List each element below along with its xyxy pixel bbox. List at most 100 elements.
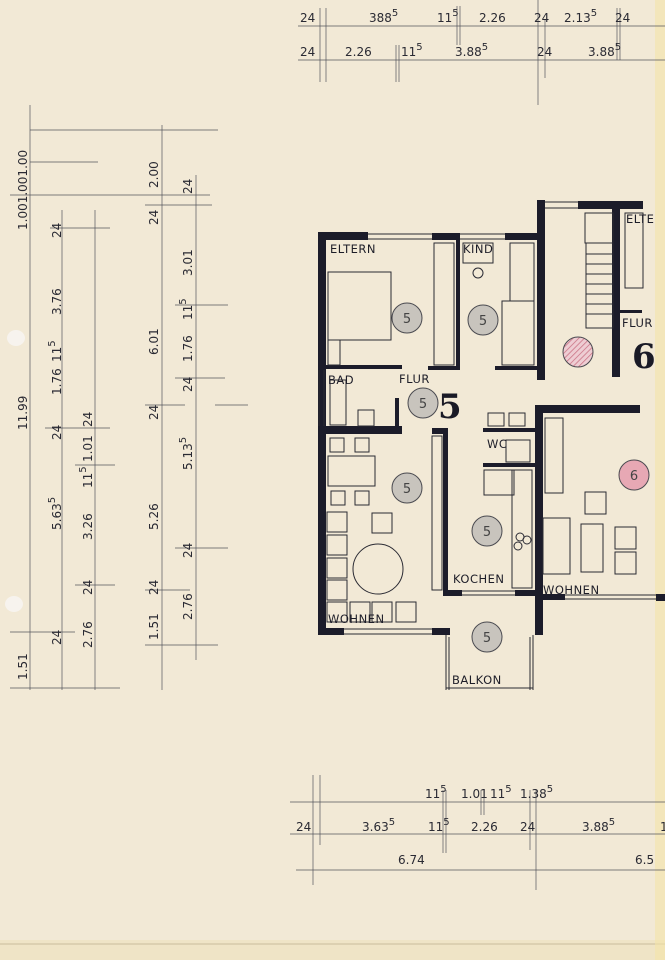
- room-label-eltern: ELTERN: [330, 242, 376, 256]
- dimension-main: 388: [369, 11, 392, 25]
- dimension-main: 3.76: [50, 288, 64, 315]
- room-label-flur: FLUR: [399, 372, 430, 386]
- dimension-value: 2.26: [471, 820, 498, 834]
- dimension-main: 6.01: [147, 328, 161, 355]
- dimension-main: 24: [147, 580, 161, 595]
- paper-edge-right: [655, 0, 665, 960]
- dimension-value: 2.76: [81, 621, 95, 648]
- dimension-value: 24: [50, 425, 64, 440]
- badge-circle: [407, 387, 439, 419]
- dimension-main: 3.88: [588, 45, 615, 59]
- dimension-value: 3.635: [362, 817, 395, 834]
- dimension-value: 2.00: [147, 161, 161, 188]
- dimension-main: 2.76: [181, 593, 195, 620]
- dimension-value: 24: [147, 210, 161, 225]
- dimension-main: 1.001.001.00: [16, 150, 30, 230]
- dimension-value: 3.76: [50, 288, 64, 315]
- room-label-kind: KIND: [463, 242, 493, 256]
- dimension-main: 24: [300, 45, 315, 59]
- dimension-main: 1.51: [147, 613, 161, 640]
- dimension-main: 24: [147, 405, 161, 420]
- dimension-value: 5.635: [47, 497, 64, 530]
- dimension-main: 24: [147, 210, 161, 225]
- dimension-value: 3.885: [455, 42, 488, 59]
- dimension-main: 2.13: [564, 11, 591, 25]
- dimension-value: 1.76: [181, 335, 195, 362]
- dimension-value: 2.135: [564, 8, 597, 25]
- dimension-superscript: 5: [505, 784, 511, 795]
- dimension-main: 24: [300, 11, 315, 25]
- room-label-balkon: BALKON: [452, 673, 502, 687]
- paper-edge: [0, 940, 665, 960]
- dimension-main: 11: [490, 787, 505, 801]
- dimension-value: 1.385: [520, 784, 553, 801]
- dimension-value: 3885: [369, 8, 398, 25]
- dimension-main: 24: [50, 223, 64, 238]
- dimension-value: 6.01: [147, 328, 161, 355]
- room-badge: 5: [471, 621, 503, 653]
- dimension-main: 2.76: [81, 621, 95, 648]
- room-label-kochen: KOCHEN: [453, 572, 505, 586]
- dimension-value: 115: [178, 298, 195, 320]
- dimension-main: 6.74: [398, 853, 425, 867]
- dimension-value: 11.99: [16, 396, 30, 430]
- room-badge: 5: [391, 472, 423, 504]
- dimension-superscript: 5: [443, 817, 449, 828]
- dimension-value: 5.26: [147, 503, 161, 530]
- dimension-main: 24: [534, 11, 549, 25]
- dimension-value: 3.26: [81, 513, 95, 540]
- badge-value: 5: [479, 314, 487, 329]
- dimension-value: 24: [50, 223, 64, 238]
- dimension-superscript: 5: [78, 466, 89, 472]
- dimension-superscript: 5: [47, 497, 58, 503]
- furniture: [326, 212, 644, 623]
- dimension-main: 24: [296, 820, 311, 834]
- dimension-main: 2.26: [345, 45, 372, 59]
- dimension-main: 11: [425, 787, 440, 801]
- dimension-value: 24: [147, 405, 161, 420]
- dimension-main: 11: [428, 820, 443, 834]
- dimension-value: 2.26: [479, 11, 506, 25]
- dimension-value: 24: [147, 580, 161, 595]
- dimension-main: 24: [81, 412, 95, 427]
- dimension-superscript: 5: [389, 817, 395, 828]
- dimension-superscript: 5: [416, 42, 422, 53]
- dimension-superscript: 5: [615, 42, 621, 53]
- walls: [318, 200, 665, 635]
- dimension-main: 24: [181, 377, 195, 392]
- dimension-value: 2.76: [181, 593, 195, 620]
- badge-circle: [391, 302, 423, 334]
- dimension-value: 24: [537, 45, 552, 59]
- badge-circle: [471, 621, 503, 653]
- dimension-main: 24: [50, 425, 64, 440]
- dimension-value: 24: [81, 580, 95, 595]
- dimension-main: 24: [537, 45, 552, 59]
- badge-value: 5: [403, 482, 411, 497]
- dimension-superscript: 5: [452, 8, 458, 19]
- dimension-main: 11: [81, 473, 95, 488]
- dimension-value: 6.74: [398, 853, 425, 867]
- dimension-main: 1: [660, 820, 665, 834]
- dimension-value: 24: [300, 11, 315, 25]
- dimension-value: 115: [425, 784, 447, 801]
- badge-circle: [391, 472, 423, 504]
- dimension-value: 1.51: [16, 653, 30, 680]
- dimension-value: 3.885: [588, 42, 621, 59]
- dimension-main: 24: [181, 179, 195, 194]
- dimension-main: 1.01: [461, 787, 488, 801]
- dimension-main: 11: [50, 347, 64, 362]
- dimension-value: 1.51: [147, 613, 161, 640]
- badge-value: 5: [403, 312, 411, 327]
- dimension-main: 11: [181, 305, 195, 320]
- dimension-main: 5.26: [147, 503, 161, 530]
- dimension-main: 11: [437, 11, 452, 25]
- dimension-main: 5.63: [50, 503, 64, 530]
- badge-circle: [467, 304, 499, 336]
- badge-circle: [471, 515, 503, 547]
- dimension-lines: [10, 0, 665, 890]
- badge-value: 5: [483, 525, 491, 540]
